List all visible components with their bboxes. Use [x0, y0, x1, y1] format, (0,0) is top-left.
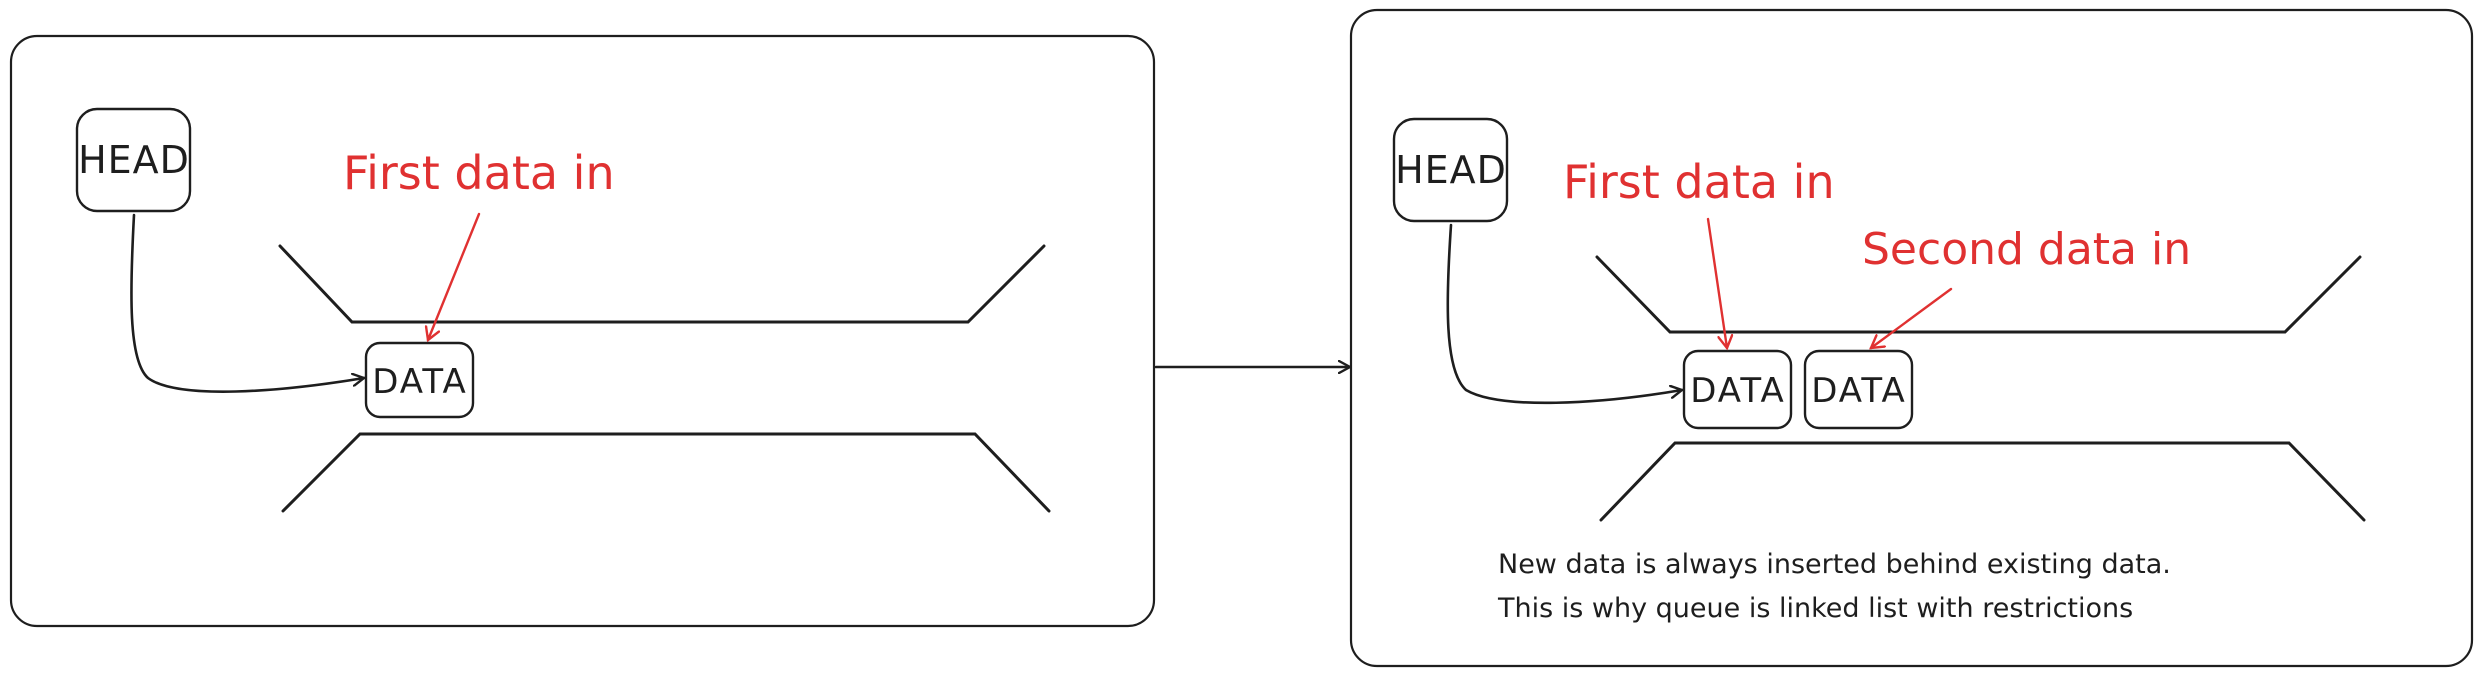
left-panel: HEAD DATA First data in [9, 34, 1156, 628]
right-second-data-arrow [1871, 287, 1953, 348]
right-data-label-1: DATA [1690, 371, 1786, 411]
right-head-label: HEAD [1395, 148, 1507, 192]
right-head-box [1392, 117, 1509, 223]
right-data-box-2 [1803, 349, 1914, 430]
left-data-node: DATA [364, 341, 475, 419]
left-head-pointer-arrow [130, 213, 364, 393]
left-first-data-arrow [428, 212, 481, 340]
left-pipe-top-wall [278, 244, 1046, 324]
right-head-pointer-arrow [1446, 223, 1682, 405]
left-head-label: HEAD [78, 138, 190, 182]
left-panel-frame [9, 34, 1156, 628]
left-data-label: DATA [372, 362, 468, 402]
right-first-data-arrow [1706, 217, 1727, 348]
right-panel-frame [1349, 8, 2474, 668]
right-second-data-note: Second data in [1862, 224, 2191, 275]
right-panel: HEAD DATA DATA First data in Second data… [1349, 8, 2474, 668]
right-data-node-2: DATA [1803, 349, 1914, 430]
right-data-label-2: DATA [1811, 371, 1907, 411]
right-head-node: HEAD [1392, 117, 1509, 223]
right-caption-line-1: New data is always inserted behind exist… [1498, 549, 2171, 580]
left-queue-pipe [278, 244, 1051, 513]
right-data-node-1: DATA [1682, 349, 1793, 430]
left-head-node: HEAD [75, 107, 192, 213]
right-queue-pipe [1595, 255, 2366, 522]
right-pipe-bottom-wall [1599, 441, 2366, 522]
left-pipe-bottom-wall [281, 432, 1051, 513]
right-first-data-note: First data in [1563, 155, 1835, 209]
left-head-box [75, 107, 192, 213]
right-caption-line-2: This is why queue is linked list with re… [1497, 593, 2133, 624]
right-pipe-top-wall [1595, 255, 2362, 334]
left-first-data-note: First data in [343, 146, 615, 200]
